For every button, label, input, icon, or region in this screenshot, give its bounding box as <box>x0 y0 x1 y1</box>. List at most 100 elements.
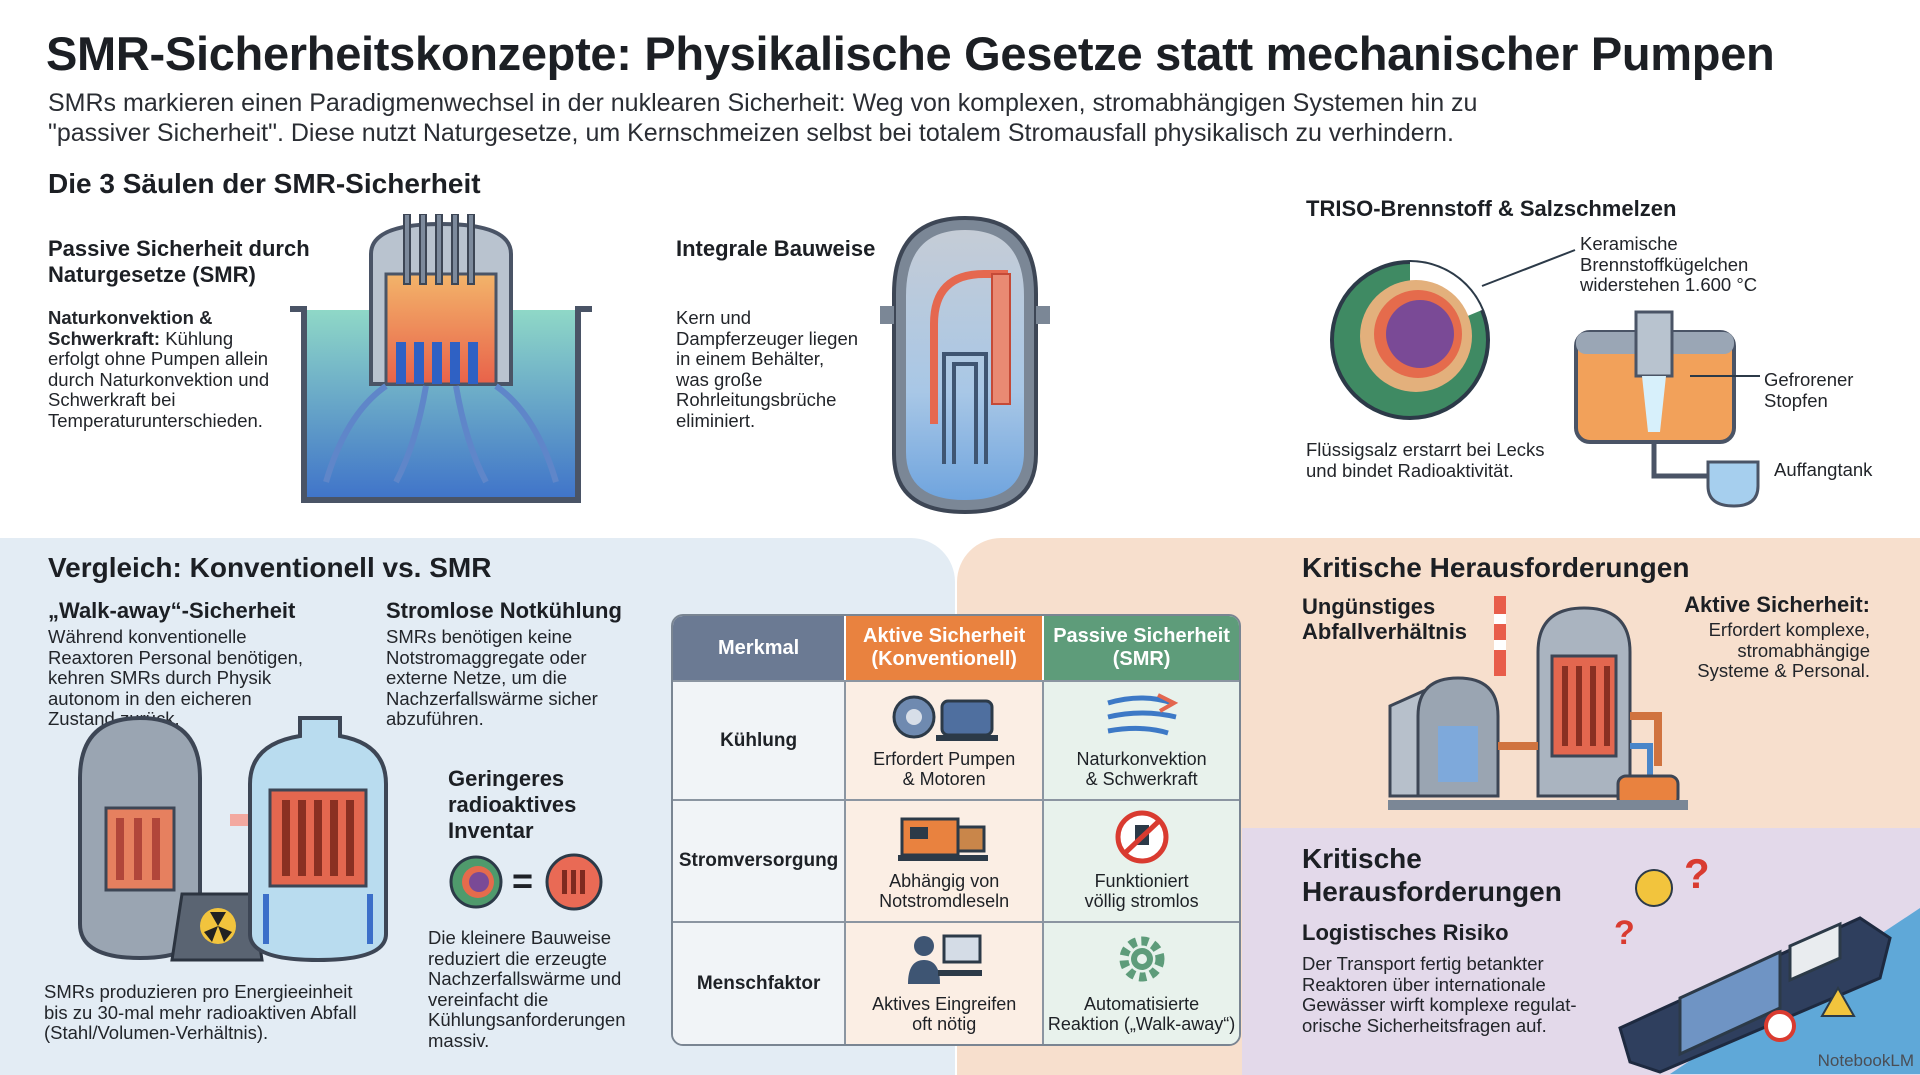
waste-text-line: SMRs produzieren pro Energieeinheit <box>44 981 353 1002</box>
inventar-title-line: Inventar <box>448 818 534 843</box>
integral-title: Integrale Bauweise <box>676 236 876 261</box>
no-power-icon <box>1115 810 1169 864</box>
notebooklm-logo: NotebookLM <box>1817 1051 1914 1070</box>
airflow-icon <box>1106 693 1178 736</box>
salz-text-line: und bindet Radioaktivität. <box>1306 459 1514 481</box>
intro-line: SMRs markieren einen Paradigmenwechsel i… <box>48 89 1478 117</box>
stromlos-text-line: SMRs benötigen keine <box>386 626 573 647</box>
page-title: SMR-Sicherheitskonzepte: Physikalische G… <box>46 27 1775 80</box>
passive-text-line: durch Naturkonvektion und <box>48 368 270 390</box>
svg-text:?: ? <box>1614 914 1635 952</box>
inventar-title: Geringeres radioaktives Inventar <box>448 766 576 844</box>
inventar-title-line: radioaktives <box>448 792 577 817</box>
pool-reactor-illustration <box>290 214 592 503</box>
fuel-particle-icon <box>449 855 503 909</box>
stromlos-text: SMRs benötigen keine Notstromaggregate o… <box>386 626 598 730</box>
walkaway-text-line: Während konventionelle <box>48 626 247 647</box>
triso-title: TRISO-Brennstoff & Salzschmelzen <box>1306 196 1677 221</box>
waste-text: SMRs produzieren pro Energieeinheit bis … <box>44 981 357 1044</box>
kugel-label: Keramische Brennstoffkügelchen widersteh… <box>1580 233 1757 296</box>
passive-lead: Schwerkraft: <box>48 327 161 349</box>
inventar-text-line: massiv. <box>428 1029 490 1051</box>
inventar-text-line: reduziert die erzeugte <box>428 947 607 969</box>
stopfen-label-line: Gefrorener <box>1764 369 1854 390</box>
salz-text-line: Flüssigsalz erstarrt bei Lecks <box>1306 439 1545 460</box>
svg-text:?: ? <box>1684 850 1710 897</box>
walkaway-text-line: autonom in den eicheren <box>48 687 252 709</box>
integral-text-line: Rohrleitungsbrüche <box>676 389 837 410</box>
integral-text: Kern und Dampferzeuger liegen in einem B… <box>676 307 859 431</box>
inventar-text-line: Die kleinere Bauweise <box>428 927 612 948</box>
logistik-title: Logistisches Risiko <box>1302 920 1509 945</box>
row-feature: Kühlung <box>673 680 847 800</box>
passive-text-line: Schwerkraft bei <box>48 389 176 410</box>
challenges-heading-2: Kritische Herausforderungen <box>1302 842 1562 908</box>
abfall-title-line: Ungünstiges <box>1302 594 1436 619</box>
integral-text-line: Kern und <box>676 307 752 328</box>
abfall-title-line: Abfallverhältnis <box>1302 619 1468 644</box>
challenges-heading-2-line: Herausforderungen <box>1302 876 1562 907</box>
challenges-heading-2-line: Kritische <box>1302 843 1422 874</box>
waste-text-line: bis zu 30-mal mehr radioaktiven Abfall <box>44 1001 357 1023</box>
passive-text-first: Kühlung <box>160 327 234 349</box>
aktiv-title: Aktive Sicherheit: <box>1684 592 1870 617</box>
diesel-generator-icon <box>898 817 989 861</box>
logistik-text-line: Gewässer wirft komplexe regulat- <box>1302 994 1577 1015</box>
header-aktiv: Aktive Sicherheit(Konventionell) <box>846 616 1045 680</box>
table-row: Kühlung Erfordert Pumpen& Motoren Naturk… <box>673 680 1239 800</box>
intro-line: "passiver Sicherheit". Diese nutzt Natur… <box>48 119 1454 147</box>
pump-motor-icon <box>892 695 999 742</box>
walkaway-text: Während konventionelle Reaxtoren Persona… <box>48 626 304 730</box>
stromlos-text-line: externe Netze, um die <box>386 667 567 688</box>
row-aktiv-cell: Erfordert Pumpen& Motoren <box>846 680 1045 800</box>
inventar-title-line: Geringeres <box>448 766 565 791</box>
integral-text-line: Dampferzeuger liegen <box>676 327 859 349</box>
logistik-text-line: Reaktoren über internationale <box>1302 973 1546 995</box>
comparison-table: Merkmal Aktive Sicherheit(Konventionell)… <box>671 614 1241 1046</box>
integral-text-line: was große <box>676 368 763 390</box>
tank-label: Auffangtank <box>1774 459 1873 480</box>
waste-text-line: (Stahl/Volumen-Verhältnis). <box>44 1022 269 1043</box>
small-core-icon <box>545 853 603 911</box>
inventar-text-line: Kühlungsanforderungen <box>428 1009 626 1030</box>
integral-vessel-illustration <box>880 215 1050 515</box>
logistik-text: Der Transport fertig betankter Reaktoren… <box>1302 953 1577 1036</box>
aktiv-text: Erfordert komplexe, stromabhängige Syste… <box>1660 619 1870 682</box>
header-passiv: Passive Sicherheit(SMR) <box>1044 616 1239 680</box>
kugel-label-line: Brennstoffkügelchen <box>1580 253 1749 275</box>
inventar-text-line: Nachzerfallswärme und <box>428 968 622 989</box>
triso-salt-illustration <box>1330 249 1760 508</box>
passive-title-line: Passive Sicherheit durch <box>48 236 310 261</box>
inventar-text-line: vereinfacht die <box>428 988 549 1010</box>
kugel-label-line: Keramische <box>1580 233 1678 254</box>
passive-text-line: erfolgt ohne Pumpen allein <box>48 348 269 369</box>
logistik-text-line: Der Transport fertig betankter <box>1302 953 1544 974</box>
aktiv-text-line: stromabhängige <box>1737 639 1870 661</box>
passive-title: Passive Sicherheit durch Naturgesetze (S… <box>48 236 310 288</box>
stromlos-text-line: abzuführen. <box>386 708 484 729</box>
table-header-row: Merkmal Aktive Sicherheit(Konventionell)… <box>673 616 1239 680</box>
walkaway-title: „Walk-away“-Sicherheit <box>48 598 296 623</box>
passive-text-line: Temperaturunterschieden. <box>48 409 263 431</box>
salz-text: Flüssigsalz erstarrt bei Lecks und binde… <box>1306 439 1545 481</box>
cargo-ship-illustration: ? ? <box>1614 850 1920 1074</box>
stromlos-text-line: Nachzerfallswärme sicher <box>386 687 598 709</box>
inventar-text: Die kleinere Bauweise reduziert die erze… <box>428 927 626 1051</box>
comparison-heading: Vergleich: Konventionell vs. SMR <box>48 552 492 583</box>
conventional-plant-illustration <box>1388 596 1688 810</box>
gear-automation-icon <box>1119 936 1165 982</box>
challenges-heading: Kritische Herausforderungen <box>1302 552 1690 583</box>
operator-icon <box>908 934 983 984</box>
row-feature: Stromversorgung <box>673 799 847 921</box>
intro-text: SMRs markieren einen Paradigmenwechsel i… <box>48 88 1548 148</box>
stromlos-text-line: Notstromaggregate oder <box>386 646 587 668</box>
reactor-comparison-illustration <box>78 715 388 962</box>
row-feature: Menschfaktor <box>673 920 847 1044</box>
row-passiv-cell: Naturkonvektion& Schwerkraft <box>1044 680 1239 800</box>
walkaway-text-line: Reaxtoren Personal benötigen, <box>48 646 304 668</box>
passive-lead: Naturkonvektion & <box>48 307 213 328</box>
